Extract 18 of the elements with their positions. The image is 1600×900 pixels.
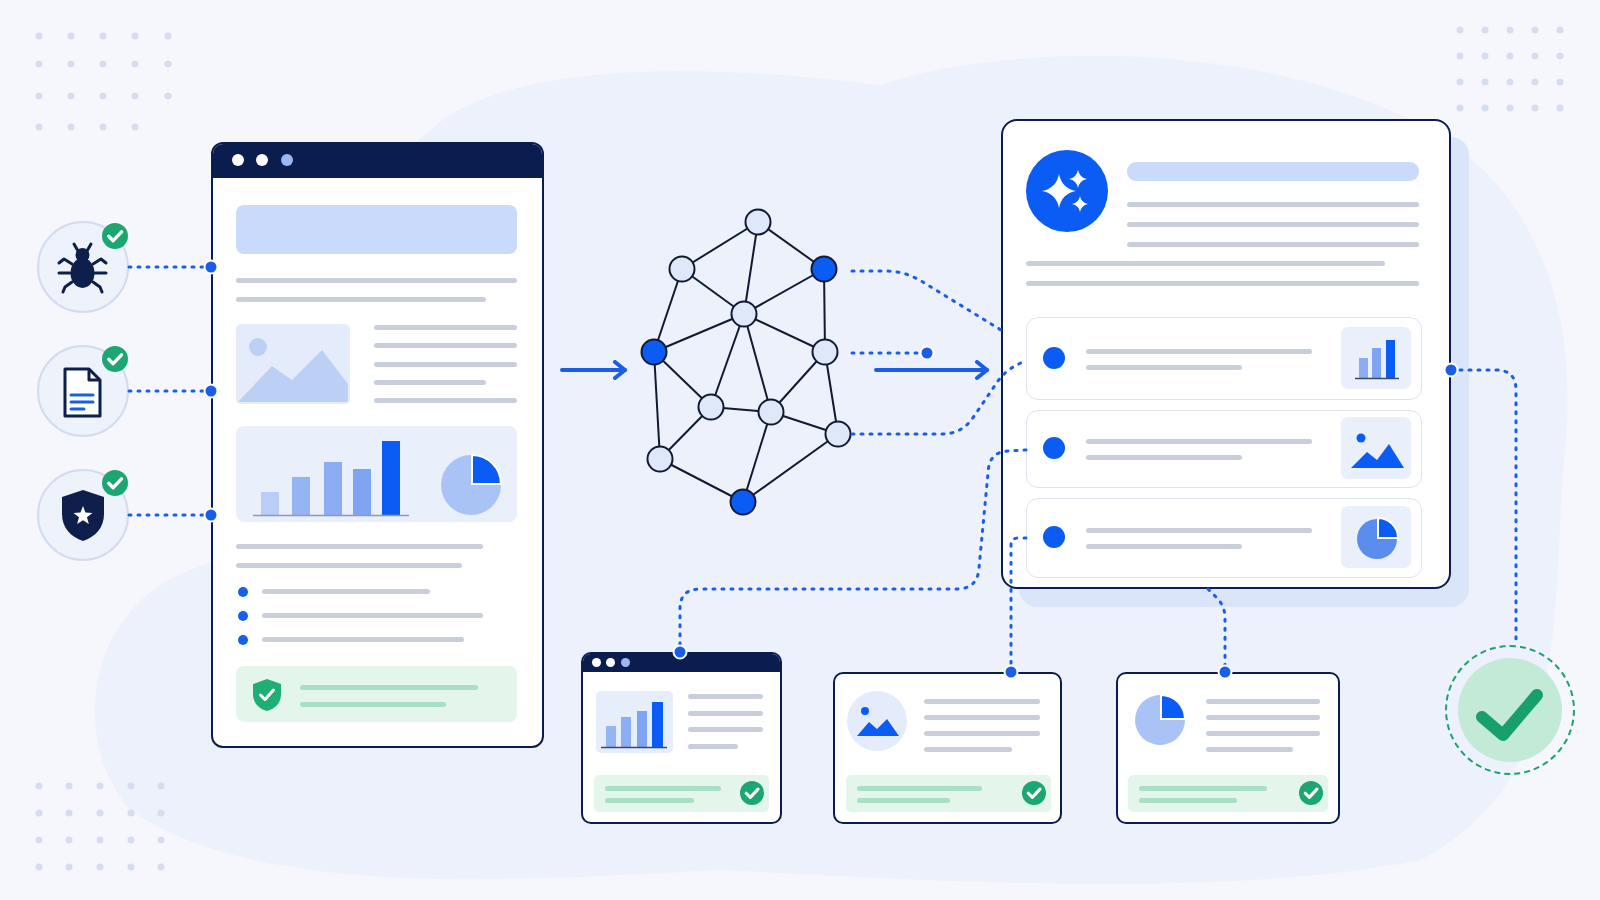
results-panel (1001, 119, 1451, 589)
arrow (560, 360, 627, 380)
dotted-connector (850, 345, 935, 361)
dotted-connector (1206, 587, 1233, 680)
result-row (1025, 497, 1422, 578)
dotted-connector (127, 507, 219, 523)
result-row (1025, 316, 1422, 400)
browser-window (211, 142, 544, 748)
arrow (874, 360, 989, 380)
success-check-circle (1445, 645, 1575, 775)
dotted-connector (127, 259, 219, 275)
dotted-connector (672, 448, 1028, 660)
result-row (1025, 409, 1422, 488)
dotted-connector (127, 383, 219, 399)
content-card (833, 672, 1062, 824)
dotted-connector (850, 269, 1003, 332)
content-card (1116, 672, 1340, 824)
browser-card (581, 652, 782, 824)
